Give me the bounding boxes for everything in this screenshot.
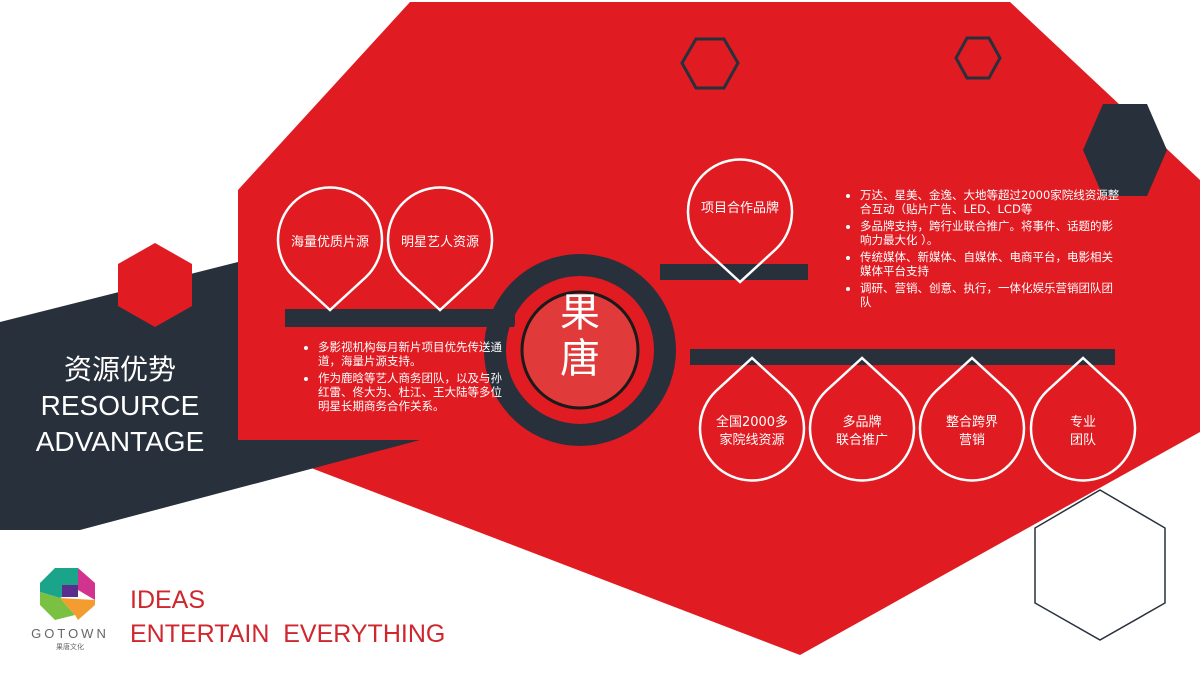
droplet-label: 专业团队	[1069, 415, 1096, 448]
title-en: ADVANTAGE	[35, 426, 205, 457]
droplet-crossover-marketing: 整合跨界营销	[920, 380, 1024, 484]
droplet-label: 项目合作品牌	[700, 201, 779, 216]
right-bullet-list: 万达、星美、金逸、大地等超过2000家院线资源整合互动（贴片广告、LED、LCD…	[842, 188, 1122, 312]
bullet-item: 作为鹿晗等艺人商务团队，以及与孙红雷、佟大为、杜江、王大陆等多位明星长期商务合作…	[318, 371, 508, 413]
connector-bar	[690, 349, 1115, 365]
droplet-outline	[276, 186, 384, 312]
droplet-star-artists: 明星艺人资源	[388, 191, 492, 295]
red-panel	[238, 2, 1200, 655]
droplet-label: 全国2000多家院线资源	[715, 415, 789, 448]
center-title: 果唐	[560, 290, 600, 382]
title-cn: 资源优势	[63, 353, 176, 386]
droplets	[276, 158, 1137, 482]
droplet-outline	[918, 356, 1026, 482]
droplet-brand-partners: 项目合作品牌	[688, 157, 792, 261]
droplet-professional-team: 专业团队	[1031, 380, 1135, 484]
bullet-item: 多品牌支持，跨行业联合推广。将事件、话题的影响力最大化 ）。	[860, 219, 1122, 247]
droplet-label: 整合跨界营销	[945, 415, 998, 448]
hexagon-dark	[1083, 104, 1167, 196]
connector-bar	[285, 309, 515, 327]
center-ring	[484, 254, 676, 446]
hexagon-outline-large	[1034, 489, 1166, 641]
droplet-premium-films: 海量优质片源	[278, 191, 382, 295]
droplet-outline	[808, 356, 916, 482]
droplet-label: 海量优质片源	[290, 235, 369, 250]
hexagon-outline	[680, 37, 740, 90]
hexagon-red	[118, 243, 192, 327]
title-en: RESOURCE	[40, 390, 200, 421]
bullet-item: 调研、营销、创意、执行，一体化娱乐营销团队团队	[860, 281, 1122, 309]
droplet-outline	[698, 356, 806, 482]
droplet-outline	[686, 158, 794, 284]
tagline-ideas: IDEAS	[130, 586, 206, 614]
left-bullet-list: 多影视机构每月新片项目优先传送通道，海量片源支持。 作为鹿晗等艺人商务团队，以及…	[300, 340, 508, 416]
droplet-multi-brand: 多品牌联合推广	[810, 380, 914, 484]
connector-bar	[660, 264, 808, 280]
bullet-item: 传统媒体、新媒体、自媒体、电商平台，电影相关媒体平台支持	[860, 250, 1122, 278]
logo-text: GOTOWN	[31, 626, 109, 641]
droplet-label: 多品牌联合推广	[835, 415, 888, 448]
droplet-outline	[386, 186, 494, 312]
droplet-outline	[1029, 356, 1137, 482]
gotown-logo-icon	[40, 568, 95, 620]
tagline-entertain: ENTERTAIN EVERYTHING	[130, 620, 446, 648]
section-title: 资源优势 RESOURCE ADVANTAGE	[20, 352, 220, 460]
logo-subtext: 果唐文化	[56, 643, 84, 651]
dark-panel	[0, 262, 420, 530]
droplet-label: 明星艺人资源	[400, 235, 479, 250]
bullet-item: 万达、星美、金逸、大地等超过2000家院线资源整合互动（贴片广告、LED、LCD…	[860, 188, 1122, 216]
droplet-cinema-resources: 全国2000多家院线资源	[700, 380, 804, 484]
hexagon-outline	[954, 36, 1002, 80]
center-circle	[520, 290, 640, 410]
bullet-item: 多影视机构每月新片项目优先传送通道，海量片源支持。	[318, 340, 508, 368]
